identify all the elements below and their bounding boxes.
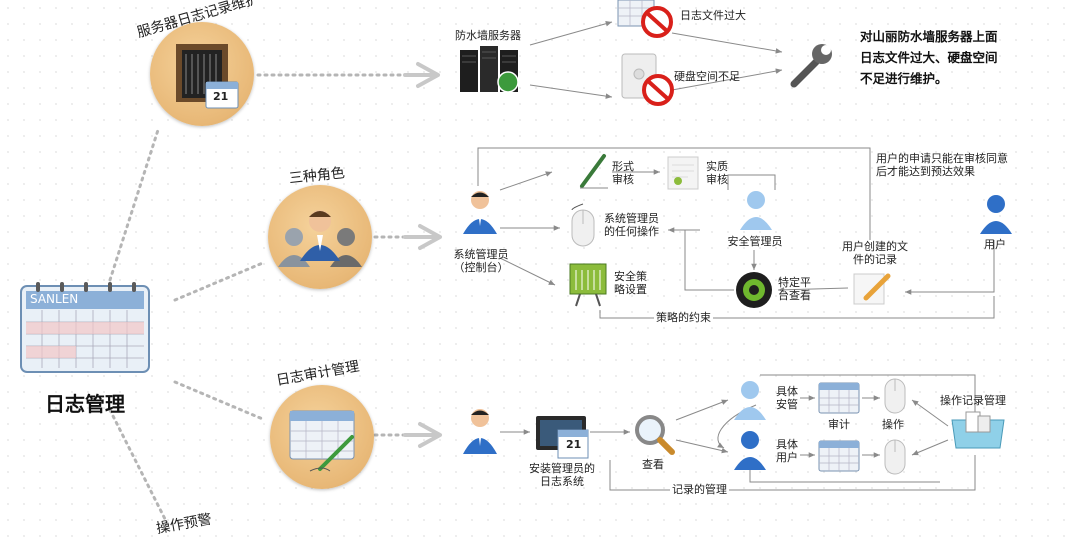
- disk-low-label: 硬盘空间不足: [674, 70, 740, 83]
- audit-calendar-icon-2: [818, 440, 860, 472]
- security-admin-label: 安全管理员: [720, 235, 790, 248]
- specific-security-label: 具体安管: [776, 385, 804, 411]
- admin-icon-bottom: [460, 406, 500, 456]
- audit-calendar-icon-1: [818, 382, 860, 414]
- mouse-icon-1: [882, 375, 908, 415]
- security-admin-icon-bottom: [732, 378, 768, 422]
- roles-circle: [268, 185, 372, 289]
- wrench-icon: [786, 40, 836, 90]
- maintenance-circle: 21: [150, 22, 254, 126]
- record-management-label: 记录的管理: [670, 483, 729, 496]
- sysadmin-name: 系统管理员: [446, 248, 516, 261]
- any-operation-label: 系统管理员的任何操作: [604, 212, 668, 238]
- request-note: 用户的申请只能在审核同意后才能达到预达效果: [876, 152, 1016, 178]
- monitor-icon: [534, 414, 590, 460]
- maintenance-note: 对山丽防水墙服务器上面 日志文件过大、硬盘空间 不足进行维护。: [860, 26, 998, 89]
- magnifier-icon: [632, 412, 676, 456]
- content-review-label: 实质审核: [706, 160, 734, 186]
- note-line-1: 对山丽防水墙服务器上面: [860, 26, 998, 47]
- firewall-server-label: 防水墙服务器: [455, 29, 521, 42]
- monitor-calendar-day: 21: [566, 438, 581, 451]
- note-line-3: 不足进行维护。: [860, 68, 998, 89]
- pen-icon: [578, 152, 612, 190]
- main-calendar-icon: SANLEN: [20, 282, 150, 374]
- firewall-server-icon: [458, 44, 522, 94]
- specific-user-label: 具体用户: [776, 438, 804, 464]
- edit-document-icon: [852, 270, 892, 306]
- policy-setting-label: 安全策略设置: [614, 270, 650, 296]
- user-label: 用户: [975, 238, 1015, 251]
- operation-record-label: 操作记录管理: [940, 394, 1006, 407]
- sysadmin-icon: [460, 188, 500, 236]
- install-system-label: 安装管理员的日志系统: [528, 462, 596, 488]
- disk-space-icon: [620, 52, 676, 108]
- formal-review-text: 形式审核: [612, 160, 640, 186]
- operation-label: 操作: [882, 418, 904, 431]
- formal-review-label: 形式审核: [612, 160, 640, 186]
- policy-board-icon: [568, 262, 608, 308]
- third-party-label: 特定平台查看: [778, 276, 818, 302]
- maintenance-calendar-day: 21: [213, 90, 228, 103]
- calendar-brand: SANLEN: [30, 292, 78, 306]
- note-line-2: 日志文件过大、硬盘空间: [860, 47, 998, 68]
- view-label: 查看: [642, 458, 664, 471]
- content-review-text: 实质审核: [706, 160, 734, 186]
- audit-label: 审计: [828, 418, 850, 431]
- policy-constraint-label: 策略的约束: [654, 311, 713, 324]
- sysadmin-label: 系统管理员 （控制台）: [446, 248, 516, 274]
- security-admin-icon: [738, 188, 774, 232]
- document-icon: [666, 155, 702, 191]
- log-too-big-label: 日志文件过大: [680, 9, 746, 22]
- sysadmin-sub: （控制台）: [446, 261, 516, 274]
- user-icon-bottom: [732, 428, 768, 472]
- user-file-record-label: 用户创建的文件的记录: [838, 240, 912, 266]
- log-file-icon: [616, 0, 674, 38]
- mouse-icon: [568, 202, 598, 248]
- mouse-icon-2: [882, 436, 908, 476]
- user-icon: [978, 192, 1014, 236]
- record-box-icon: [948, 410, 1008, 450]
- main-title: 日志管理: [45, 388, 125, 417]
- platform-view-icon: [734, 270, 774, 310]
- audit-circle: [270, 385, 374, 489]
